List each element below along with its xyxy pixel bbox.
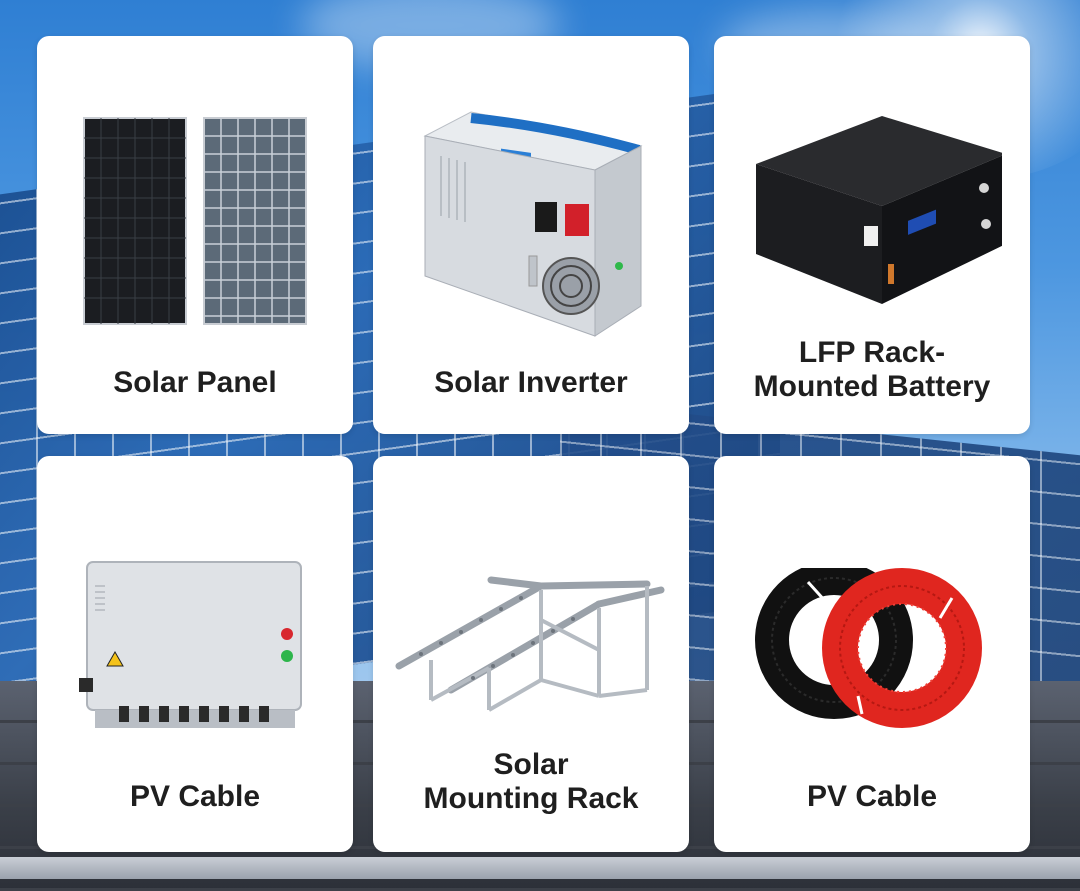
combiner-box-image [37, 556, 353, 736]
solar-inverter-image [373, 106, 689, 346]
product-card-solar-panel[interactable]: Solar Panel [37, 36, 353, 434]
product-label: LFP Rack- Mounted Battery [714, 336, 1030, 404]
product-card-combiner-box[interactable]: PV Cable [37, 456, 353, 852]
product-label: PV Cable [714, 780, 1030, 814]
roof-gutter [0, 857, 1080, 879]
pv-cable-image [714, 568, 1030, 728]
product-label-line: Mounted Battery [753, 370, 991, 403]
product-card-pv-cable[interactable]: PV Cable [714, 456, 1030, 852]
product-label: Solar Inverter [373, 366, 689, 400]
lfp-battery-image [714, 114, 1030, 314]
product-card-lfp-battery[interactable]: LFP Rack- Mounted Battery [714, 36, 1030, 434]
product-label-line: Solar Inverter [434, 366, 628, 399]
product-label-line: PV Cable [129, 780, 261, 813]
product-label-line: Solar [493, 748, 569, 781]
product-label-line: Solar Panel [113, 366, 277, 399]
product-label-line: PV Cable [806, 780, 938, 813]
mounting-rack-image [373, 560, 689, 720]
product-card-mounting-rack[interactable]: Solar Mounting Rack [373, 456, 689, 852]
product-card-solar-inverter[interactable]: Solar Inverter [373, 36, 689, 434]
product-label: Solar Mounting Rack [373, 748, 689, 816]
product-label-line: LFP Rack- [798, 336, 946, 369]
product-label-line: Mounting Rack [423, 782, 639, 815]
product-label: Solar Panel [37, 366, 353, 400]
product-label: PV Cable [37, 780, 353, 814]
solar-panel-image [37, 116, 353, 326]
